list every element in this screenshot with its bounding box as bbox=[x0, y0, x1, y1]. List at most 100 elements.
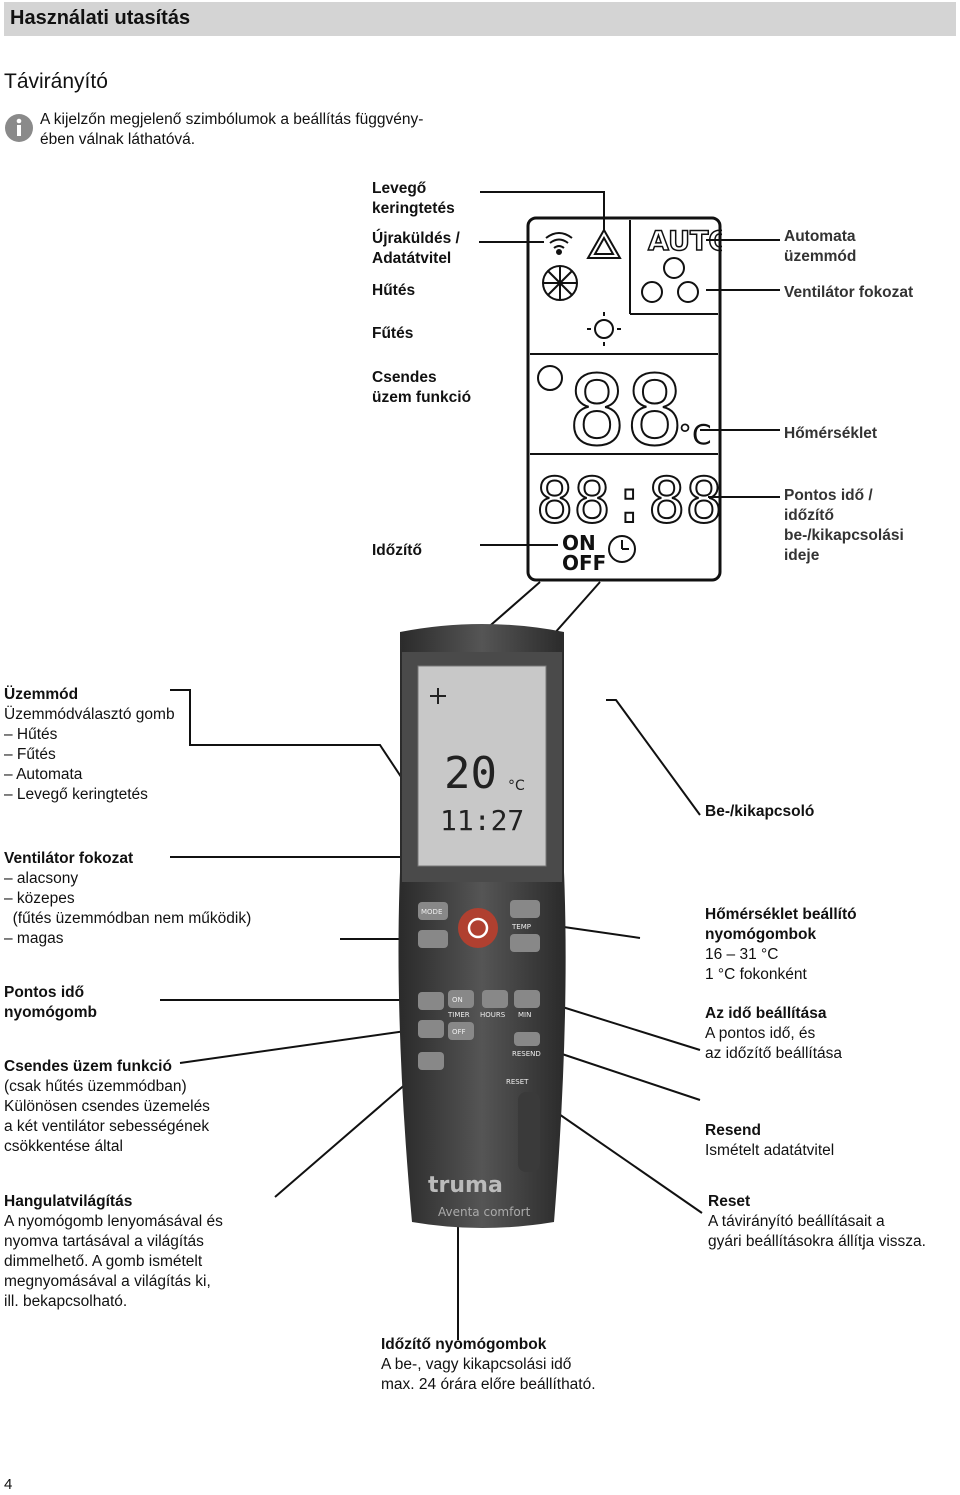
clock-icon bbox=[608, 535, 636, 563]
temp-line: 16 – 31 °C bbox=[705, 946, 779, 963]
timer-buttons-title: Időzítő nyomógombok bbox=[381, 1336, 547, 1353]
quiet-icon bbox=[537, 365, 563, 391]
fan-button[interactable] bbox=[418, 930, 448, 948]
snowflake-icon bbox=[542, 265, 578, 301]
fan-line: – közepes bbox=[4, 890, 75, 907]
mode-title: Üzemmód bbox=[4, 686, 79, 703]
circulation-icon bbox=[545, 232, 573, 255]
resend-line: Ismételt adatátvitel bbox=[705, 1142, 835, 1159]
fan-line: (fűtés üzemmódban nem működik) bbox=[4, 910, 252, 927]
remote-hours-label: HOURS bbox=[480, 1011, 506, 1019]
label-heating: Fűtés bbox=[372, 325, 414, 342]
timer-off-button[interactable] bbox=[448, 1022, 474, 1040]
temp-title-2: nyomógombok bbox=[705, 926, 817, 943]
fan-title: Ventilátor fokozat bbox=[4, 850, 134, 867]
min-up-button[interactable] bbox=[514, 990, 540, 1008]
temp-up-button[interactable] bbox=[510, 900, 540, 918]
label-timer: Időzítő bbox=[372, 542, 422, 559]
lcd-off: OFF bbox=[562, 551, 606, 575]
label-cooling: Hűtés bbox=[372, 282, 416, 299]
quiet-line: a két ventilátor sebességének bbox=[4, 1118, 210, 1135]
remote-resend-label: RESEND bbox=[512, 1050, 541, 1058]
mode-button[interactable] bbox=[418, 902, 448, 920]
remote-model: Aventa comfort bbox=[438, 1205, 531, 1219]
time-line: A pontos idő, és bbox=[705, 1025, 816, 1042]
label-time-3: be-/kikapcsolási bbox=[784, 527, 904, 544]
label-circulation-1: Levegő bbox=[372, 180, 427, 197]
quiet-button[interactable] bbox=[418, 1020, 444, 1038]
light-button[interactable] bbox=[418, 1052, 444, 1070]
timer-on-button[interactable] bbox=[448, 990, 474, 1008]
clock-title-2: nyomógomb bbox=[4, 1004, 97, 1021]
remote-temp-label: TEMP bbox=[511, 923, 531, 931]
light-line: nyomva tartásával a világítás bbox=[4, 1233, 204, 1250]
label-time-4: ideje bbox=[784, 547, 820, 564]
timer-buttons-line: max. 24 órára előre beállítható. bbox=[381, 1376, 596, 1393]
remote-control: 20 °C 11:27 MODE TEMP ON TIMER OFF HOURS… bbox=[398, 624, 566, 1228]
temp-down-button[interactable] bbox=[510, 934, 540, 952]
sun-icon bbox=[587, 312, 621, 346]
label-time-1: Pontos idő / bbox=[784, 487, 873, 504]
remote-reset-label: RESET bbox=[506, 1078, 529, 1086]
section-title: Távirányító bbox=[4, 70, 108, 93]
remote-unit: °C bbox=[508, 778, 525, 794]
remote-clock: 11:27 bbox=[440, 804, 524, 837]
light-line: ill. bekapcsolható. bbox=[4, 1293, 128, 1310]
clock-button[interactable] bbox=[418, 992, 444, 1010]
resend-title: Resend bbox=[705, 1122, 761, 1139]
quiet-line: (csak hűtés üzemmódban) bbox=[4, 1078, 187, 1095]
fan-line: – alacsony bbox=[4, 870, 79, 887]
lcd-auto: AUTO bbox=[648, 226, 722, 257]
resend-icon bbox=[586, 227, 622, 259]
resend-button[interactable] bbox=[514, 1032, 540, 1046]
light-title: Hangulatvilágítás bbox=[4, 1193, 133, 1210]
quiet-line: csökkentése által bbox=[4, 1138, 123, 1155]
light-line: megnyomásával a világítás ki, bbox=[4, 1273, 211, 1290]
reset-line: gyári beállításokra állítja vissza. bbox=[708, 1233, 926, 1250]
page-number: 4 bbox=[4, 1476, 13, 1493]
mode-line: – Levegő keringtetés bbox=[4, 786, 148, 803]
lcd-display-diagram: AUTO 88 °C 88:88 ON OFF bbox=[526, 216, 722, 582]
fan-line: – magas bbox=[4, 930, 64, 947]
time-line: az időzítő beállítása bbox=[705, 1045, 843, 1062]
power-button[interactable] bbox=[458, 908, 498, 948]
mode-line: – Hűtés bbox=[4, 726, 58, 743]
note-line-2: ében válnak láthatóvá. bbox=[40, 131, 196, 148]
remote-brand: truma bbox=[428, 1173, 503, 1198]
quiet-line: Különösen csendes üzemelés bbox=[4, 1098, 210, 1115]
info-icon bbox=[5, 114, 33, 142]
power-title: Be-/kikapcsoló bbox=[705, 803, 815, 820]
light-line: A nyomógomb lenyomásával és bbox=[4, 1213, 223, 1230]
label-auto-1: Automata bbox=[784, 228, 856, 245]
label-resend-2: Adatátvitel bbox=[372, 250, 452, 267]
time-title: Az idő beállítása bbox=[705, 1005, 827, 1022]
page-header: Használati utasítás bbox=[4, 2, 956, 36]
light-line: dimmelhető. A gomb ismételt bbox=[4, 1253, 203, 1270]
temp-title-1: Hőmérséklet beállító bbox=[705, 906, 857, 923]
clock-title-1: Pontos idő bbox=[4, 984, 85, 1001]
label-quiet-2: üzem funkció bbox=[372, 389, 472, 406]
label-fan: Ventilátor fokozat bbox=[784, 284, 914, 301]
remote-off-label: OFF bbox=[452, 1028, 466, 1036]
reset-line: A távirányító beállításait a bbox=[708, 1213, 885, 1230]
timer-buttons-line: A be-, vagy kikapcsolási idő bbox=[381, 1356, 572, 1373]
label-circulation-2: keringtetés bbox=[372, 200, 455, 217]
hours-up-button[interactable] bbox=[482, 990, 508, 1008]
mode-line: – Fűtés bbox=[4, 746, 56, 763]
remote-timer-label: TIMER bbox=[447, 1011, 470, 1019]
fan-icon bbox=[641, 257, 699, 303]
label-resend-1: Újraküldés / bbox=[372, 230, 460, 247]
label-auto-2: üzemmód bbox=[784, 248, 857, 265]
label-temperature: Hőmérséklet bbox=[784, 425, 878, 442]
remote-min-label: MIN bbox=[518, 1011, 531, 1019]
reset-button[interactable] bbox=[518, 1092, 540, 1172]
remote-temp: 20 bbox=[444, 748, 497, 799]
reset-title: Reset bbox=[708, 1193, 751, 1210]
mode-line: Üzemmódválasztó gomb bbox=[4, 706, 175, 723]
lcd-on: ON bbox=[562, 531, 596, 555]
header-title: Használati utasítás bbox=[10, 7, 191, 29]
temp-line: 1 °C fokonként bbox=[705, 966, 807, 983]
label-quiet-1: Csendes bbox=[372, 369, 437, 386]
quiet-title: Csendes üzem funkció bbox=[4, 1058, 172, 1075]
remote-mode-label: MODE bbox=[421, 908, 442, 916]
